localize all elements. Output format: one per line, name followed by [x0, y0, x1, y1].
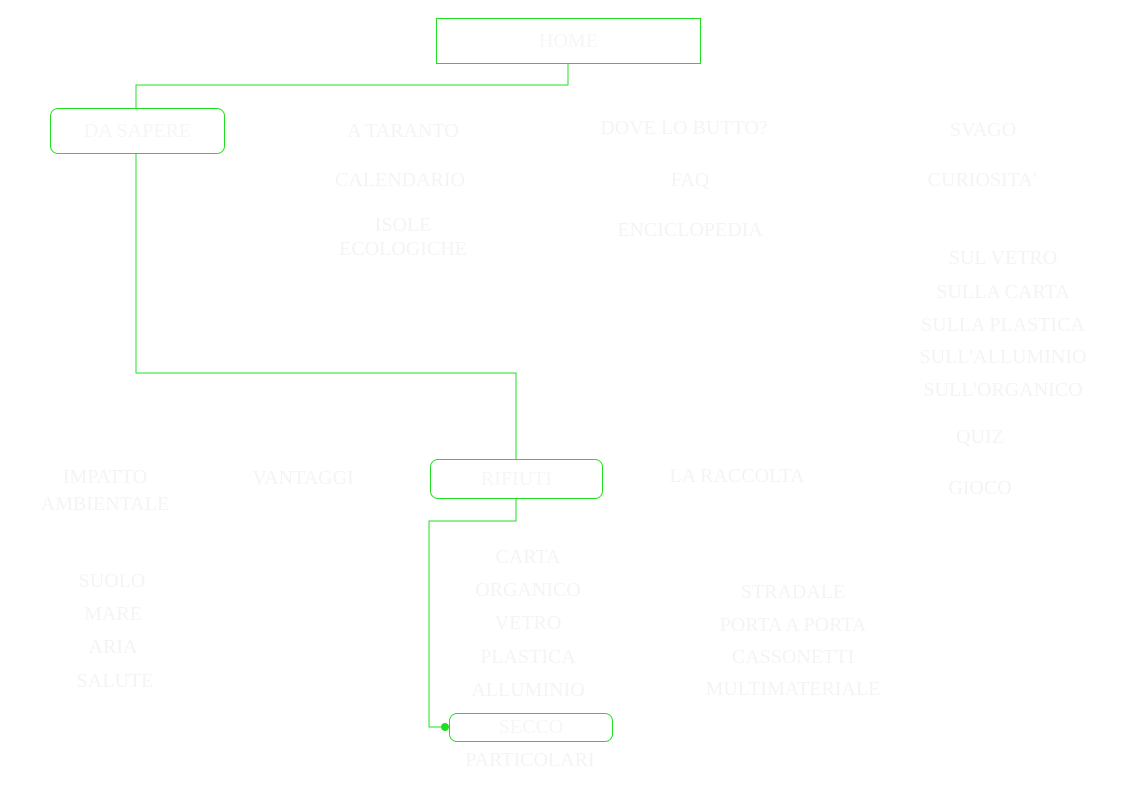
home-label: HOME [539, 29, 598, 52]
link-sull-alluminio[interactable]: SULL'ALLUMINIO [919, 346, 1087, 368]
link-isole-line2[interactable]: ECOLOGICHE [339, 238, 467, 260]
link-dove-lo-butto[interactable]: DOVE LO BUTTO? [600, 117, 768, 139]
link-cassonetti[interactable]: CASSONETTI [731, 646, 855, 668]
link-vetro[interactable]: VETRO [494, 612, 562, 634]
connector-end-dot [441, 723, 449, 731]
da-sapere-label: DA SAPERE [83, 119, 192, 142]
connector-rifiuti-secco [428, 498, 517, 728]
link-salute[interactable]: SALUTE [76, 670, 154, 692]
link-porta-a-porta[interactable]: PORTA A PORTA [719, 614, 867, 636]
link-suolo[interactable]: SUOLO [78, 570, 146, 592]
da-sapere-node[interactable]: DA SAPERE [50, 108, 225, 154]
link-plastica[interactable]: PLASTICA [480, 646, 576, 668]
secco-label: SECCO [498, 716, 564, 738]
link-organico[interactable]: ORGANICO [475, 579, 581, 601]
connector-home-dasapere [135, 63, 569, 108]
link-sul-vetro[interactable]: SUL VETRO [948, 247, 1058, 269]
link-sulla-plastica[interactable]: SULLA PLASTICA [921, 314, 1085, 336]
secco-node[interactable]: SECCO [449, 713, 613, 742]
link-particolari[interactable]: PARTICOLARI [465, 749, 595, 771]
link-mare[interactable]: MARE [84, 603, 142, 625]
rifiuti-node[interactable]: RIFIUTI [430, 459, 603, 499]
link-isole-line1[interactable]: ISOLE [374, 214, 432, 236]
link-enciclopedia[interactable]: ENCICLOPEDIA [617, 219, 763, 241]
link-sulla-carta[interactable]: SULLA CARTA [936, 281, 1070, 303]
link-la-raccolta[interactable]: LA RACCOLTA [669, 465, 805, 487]
link-stradale[interactable]: STRADALE [740, 581, 846, 603]
link-alluminio[interactable]: ALLUMINIO [471, 679, 585, 701]
link-carta[interactable]: CARTA [495, 546, 561, 568]
link-vantaggi[interactable]: VANTAGGI [252, 467, 354, 489]
link-svago[interactable]: SVAGO [949, 119, 1017, 141]
link-calendario[interactable]: CALENDARIO [335, 169, 465, 191]
connector-dasapere-rifiuti [135, 153, 517, 460]
link-a-taranto[interactable]: A TARANTO [347, 120, 459, 142]
link-curiosita[interactable]: CURIOSITA' [927, 169, 1037, 191]
home-node[interactable]: HOME [436, 18, 701, 64]
link-gioco[interactable]: GIOCO [948, 477, 1012, 499]
rifiuti-label: RIFIUTI [480, 467, 553, 490]
link-impatto-line1[interactable]: IMPATTO [62, 466, 148, 488]
link-aria[interactable]: ARIA [88, 636, 138, 658]
link-impatto-line2[interactable]: AMBIENTALE [40, 493, 170, 515]
link-sull-organico[interactable]: SULL'ORGANICO [923, 379, 1083, 401]
link-quiz[interactable]: QUIZ [956, 426, 1004, 448]
link-faq[interactable]: FAQ [670, 169, 710, 191]
link-multimateriale[interactable]: MULTIMATERIALE [705, 678, 881, 700]
